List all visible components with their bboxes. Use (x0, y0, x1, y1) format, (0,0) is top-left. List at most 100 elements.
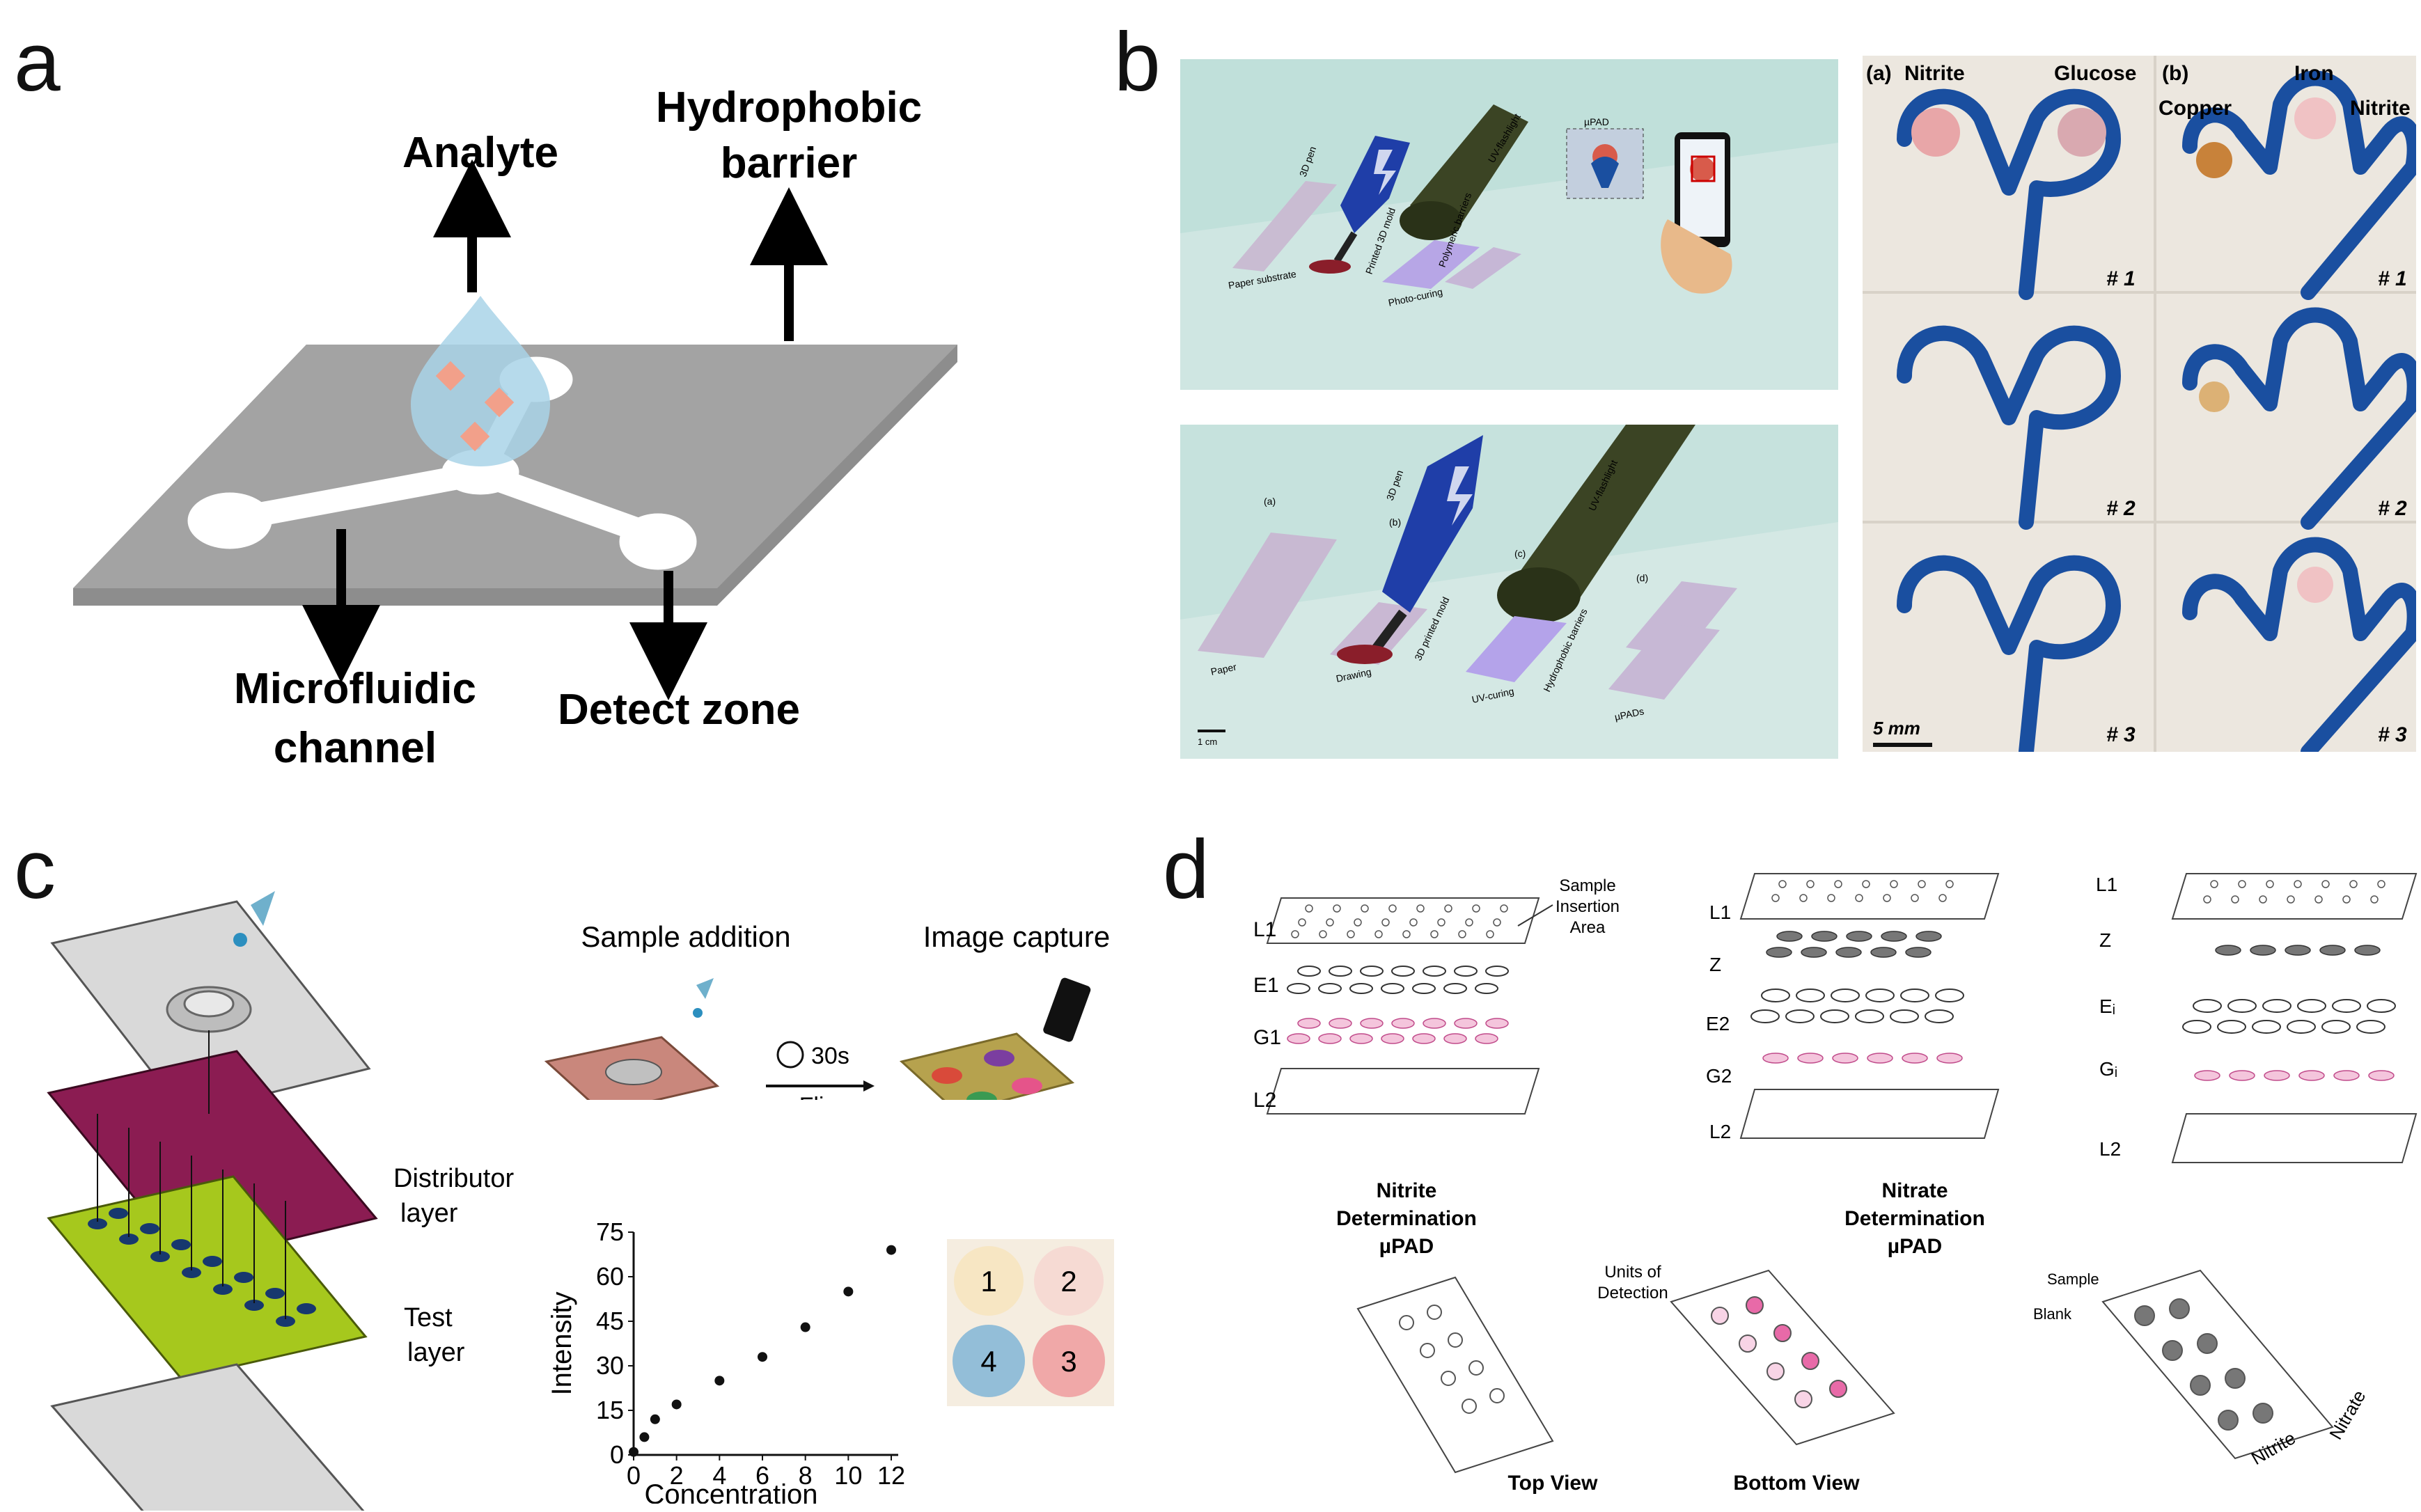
label-detect-zone: Detect zone (558, 686, 800, 734)
paper-substrate (1232, 181, 1337, 271)
label-blank: Blank (2033, 1305, 2072, 1323)
uv-flashlight-icon (1410, 104, 1528, 233)
callout-detection: Detection (1597, 1284, 1668, 1302)
fabrication-diagram-top: Paper substrate 3D pen Printed 3D mold U… (1180, 59, 1838, 390)
layer-label: Z (1709, 954, 1721, 975)
label-sample: Sample (2047, 1270, 2099, 1288)
dark-ovals (1766, 931, 2381, 958)
paper-sheet (1198, 533, 1337, 658)
panel-letter-c: c (14, 823, 56, 916)
upad-photo-grid: (a) Nitrite Glucose (b) Iron Copper Nitr… (1863, 56, 2416, 752)
stack1-title: Determination (1336, 1207, 1477, 1230)
label-sample-addition: Sample addition (581, 920, 790, 953)
chart-y-tick-label: 45 (596, 1307, 624, 1335)
chart-y-tick-label: 15 (596, 1396, 624, 1424)
label-upad: µPAD (1584, 116, 1609, 127)
callout-sample: Sample (1559, 876, 1615, 895)
clock-icon (776, 1041, 804, 1069)
label-distributor-layer: layer (400, 1199, 458, 1228)
panel-letter-d: d (1163, 823, 1209, 916)
droplet-icon (696, 978, 714, 999)
layer-label: L2 (1709, 1121, 1731, 1142)
workflow-diagram: Sample addition Image capture 30s Flip (544, 920, 1111, 1100)
spot-label: 2 (1060, 1265, 1076, 1298)
chart-y-tick-label: 60 (596, 1262, 624, 1291)
label-step-d: (d) (1636, 572, 1648, 583)
upad-layer-diagram: L1 E1 G1 L2 Sample Insertion Area Nitrit… (1253, 873, 2418, 1495)
label-glucose: Glucose (2054, 62, 2136, 85)
label-paper: Paper (1209, 661, 1237, 677)
row-label: # 2 (2378, 497, 2407, 520)
chart-x-tick-label: 12 (877, 1461, 905, 1490)
panel-letter-a: a (14, 15, 61, 109)
label-step-a: (a) (1264, 496, 1276, 507)
electrode-ovals (1287, 966, 2396, 1034)
label-microfluidic: Microfluidic (234, 665, 476, 713)
uv-flashlight-icon (1518, 425, 1695, 613)
stack1-title: µPAD (1379, 1235, 1434, 1258)
label-test: Test (404, 1303, 453, 1332)
panel-a: a Analyte Hydrophobic (0, 0, 989, 780)
label-scale: 1 cm (1198, 737, 1217, 747)
label-time: 30s (811, 1043, 849, 1069)
label-nitrate-side: Nitrate (2325, 1387, 2369, 1443)
panel-letter-b: b (1114, 15, 1161, 109)
chart-x-tick-label: 8 (799, 1461, 813, 1490)
label-col-b: (b) (2162, 62, 2188, 85)
layer-stack-diagram: Distributor layer Test layer (47, 891, 514, 1511)
layer-label: Eᵢ (2099, 995, 2115, 1017)
label-test-layer: layer (407, 1338, 465, 1367)
panel-c: c Distributor layer Test (0, 821, 1128, 1512)
layer-label: L2 (1253, 1089, 1276, 1112)
chart-point (629, 1447, 638, 1457)
chart-y-tick-label: 75 (596, 1218, 624, 1246)
chart-y-tick-label: 0 (610, 1440, 624, 1469)
chart-x-tick-label: 2 (670, 1461, 684, 1490)
test-layer (47, 1175, 368, 1380)
test-spots (88, 1208, 316, 1327)
chart-x-tick-label: 0 (627, 1461, 641, 1490)
small-holes (1291, 880, 2385, 938)
label-nitrite-b: Nitrite (2350, 97, 2411, 120)
microfluidic-diagram: Analyte Hydrophobic barrier Microfluidic… (73, 84, 957, 772)
chart-point (671, 1399, 682, 1410)
callout-area: Area (1570, 918, 1606, 937)
callout-insertion: Insertion (1556, 897, 1620, 916)
label-bottom-view: Bottom View (1733, 1472, 1860, 1495)
layer-label: L1 (2096, 874, 2117, 895)
spot-label: 4 (980, 1345, 996, 1378)
label-hydrophobic: Hydrophobic (656, 84, 922, 132)
layer-label: L2 (2099, 1138, 2121, 1160)
stack2-title: Determination (1844, 1207, 1985, 1230)
label-distributor: Distributor (393, 1164, 514, 1193)
chart-point (650, 1414, 660, 1424)
label-nitrite: Nitrite (1904, 62, 1965, 85)
layer-label: L1 (1709, 901, 1731, 923)
row-label: # 3 (2378, 723, 2407, 746)
panel-b: b Paper substrate 3D pen Printed 3D mold… (1114, 0, 2421, 773)
label-barrier: barrier (721, 139, 857, 187)
droplet-icon (251, 891, 275, 926)
smartphone-icon (1043, 977, 1091, 1042)
stack2-title: µPAD (1888, 1235, 1942, 1258)
spot-label: 3 (1060, 1345, 1076, 1378)
label-step-c: (c) (1514, 548, 1526, 559)
stack1-title: Nitrite (1377, 1179, 1437, 1202)
color-spot-card: 1 2 4 3 (947, 1239, 1114, 1406)
layer-label: E2 (1706, 1013, 1730, 1034)
spot-label: 1 (980, 1265, 996, 1298)
hand-icon (1661, 219, 1732, 294)
layer-label: G2 (1706, 1065, 1732, 1087)
label-image-capture: Image capture (923, 920, 1111, 953)
label-copper: Copper (2158, 97, 2232, 120)
chart-point (758, 1352, 767, 1362)
label-step-b: (b) (1389, 517, 1401, 528)
panel-d: d (1142, 821, 2421, 1512)
stack2-title: Nitrate (1881, 1179, 1948, 1202)
chart-point (886, 1245, 896, 1255)
chart-xlabel: Concentration (644, 1479, 817, 1504)
chart-y-tick-label: 30 (596, 1351, 624, 1380)
analyte-drop (411, 296, 550, 466)
label-col-a: (a) (1866, 62, 1892, 85)
fabrication-diagram-bottom: (a) (b) (c) (d) Paper 3D pen Drawing 3D … (1180, 425, 1838, 759)
